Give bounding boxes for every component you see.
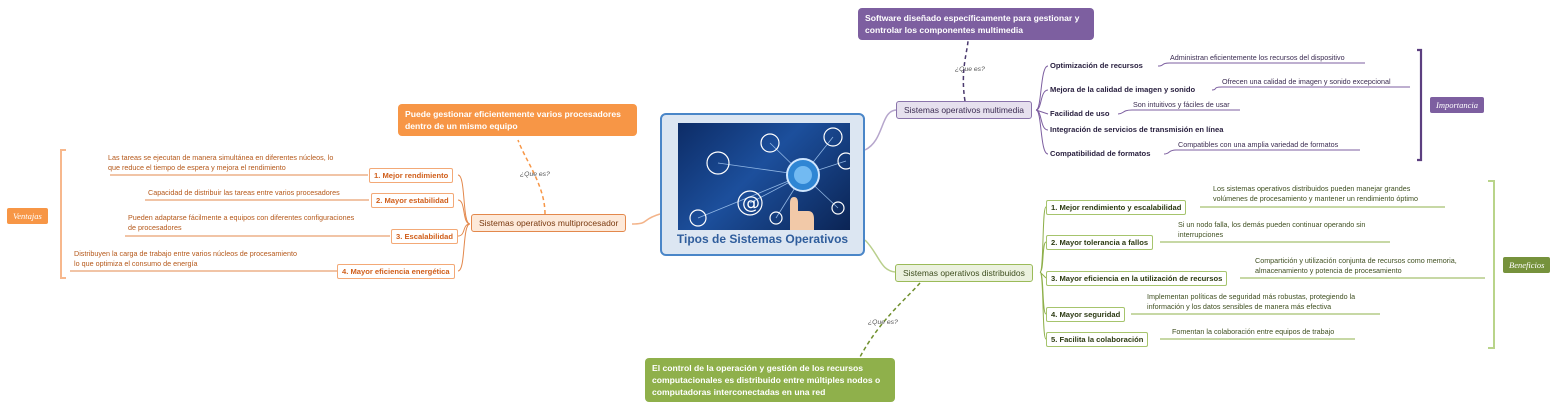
multiprocesador-desc-eficiencia: Distribuyen la carga de trabajo entre va… [74, 249, 297, 268]
multiprocesador-item-rendimiento[interactable]: 1. Mejor rendimiento [369, 168, 454, 183]
desc-line: Distribuyen la carga de trabajo entre va… [74, 249, 297, 258]
desc-line: almacenamiento y potencia de procesamien… [1255, 265, 1402, 275]
multimedia-item-facilidad[interactable]: Facilidad de uso [1050, 109, 1110, 118]
desc-line: Los sistemas operativos distribuidos pue… [1213, 184, 1411, 193]
multimedia-que-es-label: ¿Que es? [955, 66, 985, 73]
branch-multimedia[interactable]: Sistemas operativos multimedia [896, 101, 1032, 119]
multimedia-desc-optimizacion: Administran eficientemente los recursos … [1170, 53, 1345, 62]
distribuidos-item-rendimiento[interactable]: 1. Mejor rendimiento y escalabilidad [1046, 200, 1187, 215]
distribuidos-item-eficiencia[interactable]: 3. Mayor eficiencia en la utilización de… [1046, 271, 1228, 286]
distribuidos-desc-tolerancia: Si un nodo falla, los demás pueden conti… [1178, 220, 1365, 239]
multiprocesador-item-escalabilidad[interactable]: 3. Escalabilidad [391, 229, 458, 244]
tag-importancia[interactable]: Importancia [1430, 97, 1485, 113]
desc-line: que reduce el tiempo de espera y mejora … [108, 162, 286, 172]
branch-multiprocesador[interactable]: Sistemas operativos multiprocesador [471, 214, 627, 232]
multiprocesador-item-eficiencia[interactable]: 4. Mayor eficiencia energética [337, 264, 455, 279]
desc-line: lo que optimiza el consumo de energía [74, 258, 198, 268]
multiprocesador-desc-escalabilidad: Pueden adaptarse fácilmente a equipos co… [128, 213, 354, 232]
distribuidos-desc-eficiencia: Compartición y utilización conjunta de r… [1255, 256, 1457, 275]
distribuidos-definition[interactable]: El control de la operación y gestión de … [645, 358, 895, 402]
desc-line: volúmenes de procesamiento y mantener un… [1213, 193, 1418, 203]
desc-line: Capacidad de distribuir las tareas entre… [148, 188, 340, 197]
multimedia-item-optimizacion[interactable]: Optimización de recursos [1050, 61, 1143, 70]
desc-line: información y los datos sensibles de man… [1147, 301, 1332, 311]
multiprocesador-definition[interactable]: Puede gestionar eficientemente varios pr… [398, 104, 637, 136]
multiprocesador-item-estabilidad[interactable]: 2. Mayor estabilidad [371, 193, 454, 208]
svg-text:@: @ [742, 193, 760, 214]
multiprocesador-desc-estabilidad: Capacidad de distribuir las tareas entre… [148, 188, 340, 198]
distribuidos-item-seguridad[interactable]: 4. Mayor seguridad [1046, 307, 1126, 322]
desc-line: de procesadores [128, 222, 182, 232]
desc-line: interrupciones [1178, 229, 1224, 239]
multiprocesador-desc-rendimiento: Las tareas se ejecutan de manera simultá… [108, 153, 333, 172]
tag-beneficios[interactable]: Beneficios [1503, 257, 1551, 273]
desc-line: Las tareas se ejecutan de manera simultá… [108, 153, 334, 162]
multimedia-definition[interactable]: Software diseñado específicamente para g… [858, 8, 1094, 40]
distribuidos-item-colaboracion[interactable]: 5. Facilita la colaboración [1046, 332, 1149, 347]
distribuidos-desc-colaboracion: Fomentan la colaboración entre equipos d… [1172, 327, 1334, 337]
desc-line: Pueden adaptarse fácilmente a equipos co… [128, 213, 355, 222]
desc-line: Implementan políticas de seguridad más r… [1147, 292, 1356, 301]
multimedia-desc-calidad: Ofrecen una calidad de imagen y sonido e… [1222, 77, 1391, 86]
desc-line: Fomentan la colaboración entre equipos d… [1172, 327, 1335, 336]
distribuidos-que-es-label: ¿Que es? [868, 319, 898, 326]
distribuidos-desc-seguridad: Implementan políticas de seguridad más r… [1147, 292, 1355, 311]
distribuidos-desc-rendimiento: Los sistemas operativos distribuidos pue… [1213, 184, 1418, 203]
central-topic[interactable]: @ Tipos de Sistemas Operativos [660, 113, 865, 256]
central-topic-title: Tipos de Sistemas Operativos [676, 232, 849, 246]
multiprocesador-que-es-label: ¿Que es? [520, 171, 550, 178]
multimedia-desc-compatibilidad: Compatibles con una amplia variedad de f… [1178, 140, 1339, 149]
multimedia-desc-facilidad: Son intuitivos y fáciles de usar [1133, 100, 1230, 109]
multimedia-item-calidad[interactable]: Mejora de la calidad de imagen y sonido [1050, 85, 1196, 94]
tag-ventajas[interactable]: Ventajas [7, 208, 48, 224]
branch-distribuidos[interactable]: Sistemas operativos distribuidos [895, 264, 1033, 282]
multimedia-item-integracion[interactable]: Integración de servicios de transmisión … [1050, 125, 1224, 134]
technology-network-icon: @ [678, 123, 850, 230]
multimedia-item-compatibilidad[interactable]: Compatibilidad de formatos [1050, 149, 1151, 158]
distribuidos-item-tolerancia[interactable]: 2. Mayor tolerancia a fallos [1046, 235, 1154, 250]
desc-line: Compartición y utilización conjunta de r… [1255, 256, 1457, 265]
desc-line: Si un nodo falla, los demás pueden conti… [1178, 220, 1366, 229]
